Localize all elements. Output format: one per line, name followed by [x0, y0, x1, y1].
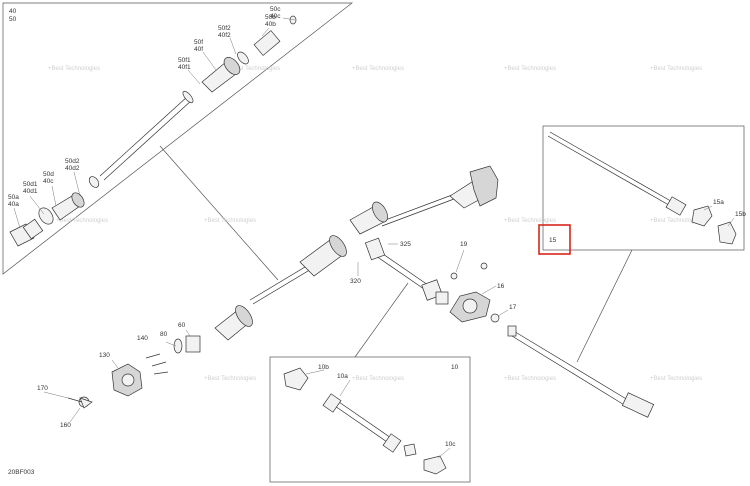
- callout-40a: 40a: [8, 201, 19, 208]
- propeller-shaft: [364, 237, 500, 323]
- watermark: +Best Technologies: [56, 218, 108, 224]
- callout-80: 80: [160, 331, 168, 338]
- watermark: +Best Technologies: [352, 376, 404, 382]
- frame-propeller-shaft-10: [269, 356, 471, 483]
- callout-10: 10: [451, 364, 459, 371]
- callout-10b: 10b: [318, 364, 329, 371]
- frame-drive-shaft-40-50: [2, 2, 354, 275]
- connector-line-10: [354, 282, 409, 358]
- callout-50f: 50f: [194, 39, 203, 46]
- callout-160: 160: [60, 422, 71, 429]
- callout-50d1: 50d1: [23, 181, 38, 188]
- callout-40b: 40b: [265, 21, 276, 28]
- callout-325: 325: [400, 241, 411, 248]
- connector-line-15a: [576, 249, 633, 363]
- callout-labels: 40 50 50c 40c 50b 40b 50f2 40f2 50f 40f …: [8, 6, 746, 476]
- callout-50f1: 50f1: [178, 57, 191, 64]
- inset-driveshaft-15: [547, 131, 737, 245]
- callout-17: 17: [509, 304, 517, 311]
- watermark: +Best Technologies: [204, 218, 256, 224]
- hub-assembly: [67, 335, 201, 409]
- leader-lines: [13, 17, 735, 459]
- callout-40f2: 40f2: [218, 32, 231, 39]
- watermarks: +Best Technologies +Best Technologies +B…: [48, 66, 702, 382]
- figure-code: 20BF003: [8, 469, 35, 476]
- inset-propeller-shaft-10: [283, 367, 447, 475]
- callout-50a: 50a: [8, 194, 19, 201]
- callout-19: 19: [460, 241, 468, 248]
- highlight-box-15: [538, 224, 571, 255]
- watermark: +Best Technologies: [504, 66, 556, 72]
- callout-10c: 10c: [445, 441, 456, 448]
- callout-60: 60: [178, 322, 186, 329]
- front-drive-shaft: [214, 165, 499, 341]
- callout-40f: 40f: [194, 46, 203, 53]
- callout-320: 320: [350, 278, 361, 285]
- callout-170: 170: [37, 385, 48, 392]
- watermark: +Best Technologies: [650, 66, 702, 72]
- callout-40c-lower: 40c: [43, 178, 54, 185]
- callout-50c: 50c: [270, 6, 281, 13]
- callout-50: 50: [9, 16, 17, 23]
- callout-140: 140: [137, 335, 148, 342]
- watermark: +Best Technologies: [650, 218, 702, 224]
- watermark: +Best Technologies: [228, 66, 280, 72]
- watermark: +Best Technologies: [504, 218, 556, 224]
- watermark: +Best Technologies: [504, 376, 556, 382]
- callout-50d2: 50d2: [65, 158, 80, 165]
- callout-40: 40: [9, 8, 17, 15]
- callout-130: 130: [99, 352, 110, 359]
- watermark: +Best Technologies: [204, 376, 256, 382]
- drive-shaft-assembly-40-50: [9, 15, 297, 247]
- callout-16: 16: [497, 283, 505, 290]
- watermark: +Best Technologies: [650, 376, 702, 382]
- callout-40d1: 40d1: [23, 188, 38, 195]
- callout-40f1: 40f1: [178, 64, 191, 71]
- callout-15: 15: [549, 237, 557, 244]
- callout-15a: 15a: [713, 199, 724, 206]
- rear-drive-shaft: [507, 325, 655, 418]
- callout-15b: 15b: [735, 211, 746, 218]
- frame-driveshaft-15: [542, 125, 745, 251]
- callout-40d2: 40d2: [65, 165, 80, 172]
- callout-50f2: 50f2: [218, 25, 231, 32]
- watermark: +Best Technologies: [352, 66, 404, 72]
- callout-50d: 50d: [43, 171, 54, 178]
- connector-line-40: [159, 145, 279, 281]
- callout-40c: 40c: [270, 13, 281, 20]
- callout-10a: 10a: [337, 373, 348, 380]
- callout-50b: 50b: [265, 14, 276, 21]
- watermark: +Best Technologies: [48, 66, 100, 72]
